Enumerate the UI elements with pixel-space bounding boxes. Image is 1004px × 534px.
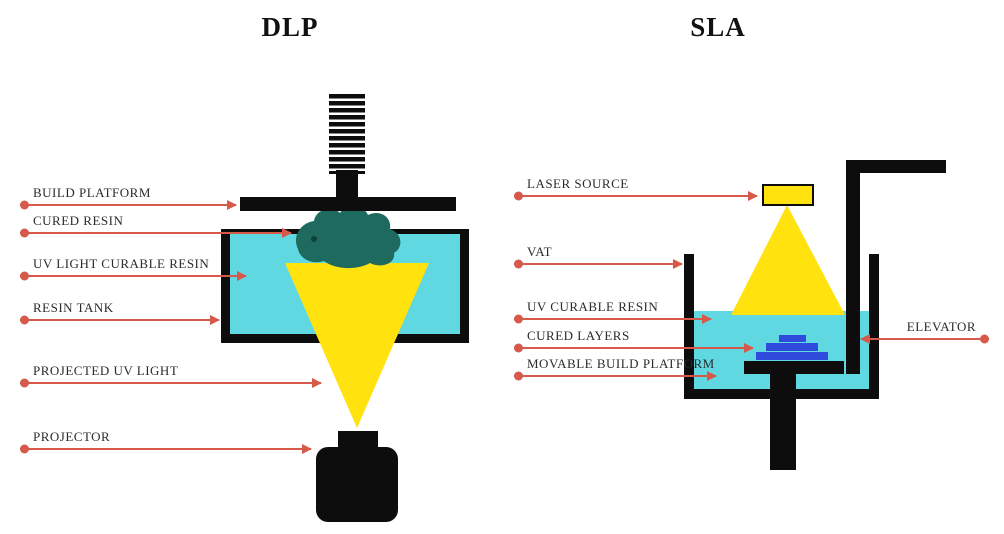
arrowhead-icon	[744, 343, 754, 353]
sla-cured-layer-bottom	[756, 352, 828, 360]
arrowhead-icon	[312, 378, 322, 388]
sla-laser-source	[762, 184, 814, 206]
dlp-threaded-rod	[329, 94, 365, 174]
label-text: RESIN TANK	[33, 300, 114, 315]
dlp-cured-resin-object	[295, 206, 401, 269]
dlp-build-platform	[240, 197, 456, 211]
arrowhead-icon	[673, 259, 683, 269]
label-laser-source: LASER SOURCE	[514, 176, 758, 201]
label-text: MOVABLE BUILD PLATFORM	[527, 356, 715, 371]
dot-icon	[514, 314, 523, 324]
arrow-line	[20, 228, 292, 238]
dot-icon	[20, 315, 29, 325]
arrowhead-icon	[227, 200, 237, 210]
label-text: LASER SOURCE	[527, 176, 629, 191]
arrowhead-icon	[860, 334, 870, 344]
label-uv-light-curable-resin: UV LIGHT CURABLE RESIN	[20, 256, 247, 281]
arrowhead-icon	[302, 444, 312, 454]
sla-movable-build-platform	[744, 361, 844, 374]
sla-vat-right-wall	[869, 254, 879, 398]
dot-icon	[20, 228, 29, 238]
dot-icon	[20, 271, 29, 281]
arrow-line	[20, 271, 247, 281]
label-elevator: ELEVATOR	[860, 319, 989, 344]
label-text: VAT	[527, 244, 553, 259]
dlp-projector	[316, 447, 398, 522]
arrowhead-icon	[748, 191, 758, 201]
dot-icon	[514, 259, 523, 269]
label-text: UV CURABLE RESIN	[527, 299, 659, 314]
label-text: PROJECTED UV LIGHT	[33, 363, 179, 378]
sla-vat-left-wall	[684, 254, 694, 398]
label-uv-curable-resin: UV CURABLE RESIN	[514, 299, 712, 324]
arrow-line	[20, 200, 237, 210]
dot-icon	[20, 200, 29, 210]
arrow-line	[514, 259, 683, 269]
dot-icon	[514, 191, 523, 201]
arrowhead-icon	[237, 271, 247, 281]
dlp-projector-lens-mount	[338, 431, 378, 449]
label-projector: PROJECTOR	[20, 429, 312, 454]
label-vat: VAT	[514, 244, 683, 269]
dot-icon	[980, 334, 989, 344]
sla-cured-layer-top	[779, 335, 806, 342]
dlp-projected-uv-light-beam	[285, 263, 429, 428]
arrow-line	[20, 378, 322, 388]
dot-icon	[514, 343, 523, 353]
dlp-title: DLP	[261, 12, 319, 42]
label-text: PROJECTOR	[33, 429, 111, 444]
label-projected-uv-light: PROJECTED UV LIGHT	[20, 363, 322, 388]
arrow-line	[20, 315, 220, 325]
label-text: ELEVATOR	[906, 319, 976, 334]
label-text: CURED LAYERS	[527, 328, 630, 343]
arrow-line	[514, 314, 712, 324]
dot-icon	[20, 378, 29, 388]
dot-icon	[514, 371, 523, 381]
arrowhead-icon	[702, 314, 712, 324]
label-text: UV LIGHT CURABLE RESIN	[33, 256, 210, 271]
dot-icon	[20, 444, 29, 454]
arrowhead-icon	[210, 315, 220, 325]
sla-laser-beam	[731, 205, 845, 315]
sla-title: SLA	[690, 12, 746, 42]
label-cured-layers: CURED LAYERS	[514, 328, 754, 353]
sla-platform-stem	[770, 374, 796, 470]
sla-cured-layer-middle	[766, 343, 818, 351]
label-cured-resin: CURED RESIN	[20, 213, 292, 238]
arrowhead-icon	[707, 371, 717, 381]
label-text: CURED RESIN	[33, 213, 124, 228]
arrowhead-icon	[282, 228, 292, 238]
arrow-line	[514, 343, 754, 353]
arrow-line	[514, 191, 758, 201]
sla-elevator-column	[846, 160, 860, 374]
label-text: BUILD PLATFORM	[33, 185, 151, 200]
label-movable-build-platform: MOVABLE BUILD PLATFORM	[514, 356, 717, 381]
arrow-line	[20, 444, 312, 454]
arrow-line	[860, 334, 989, 344]
label-resin-tank: RESIN TANK	[20, 300, 220, 325]
dlp-rod	[336, 170, 358, 200]
arrow-line	[514, 371, 717, 381]
sla-elevator-top-arm	[846, 160, 946, 173]
label-build-platform: BUILD PLATFORM	[20, 185, 237, 210]
